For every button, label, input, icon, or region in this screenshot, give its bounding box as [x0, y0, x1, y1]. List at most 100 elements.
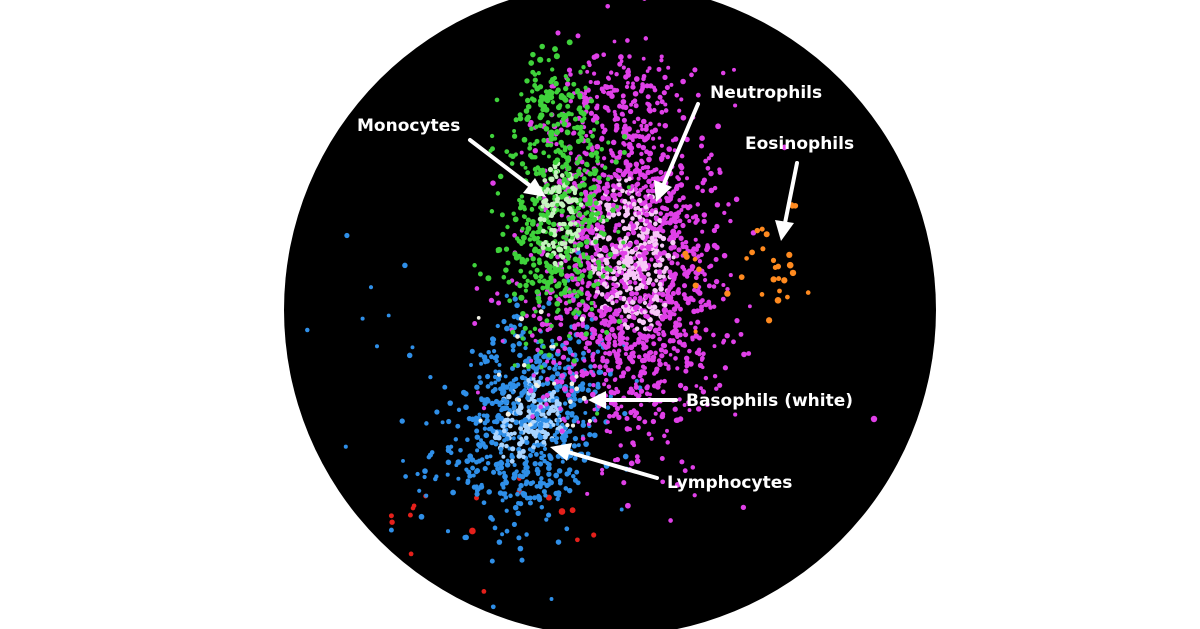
data-point-neutrophils [645, 188, 651, 194]
data-point-neutrophils [621, 65, 626, 70]
data-point-neutrophils [624, 84, 630, 90]
data-point-lymphocytes [564, 471, 570, 477]
data-point-neutrophils [603, 309, 609, 314]
data-point-lymphocytes [523, 481, 529, 487]
data-point-neutrophils [529, 333, 535, 338]
data-point-neutrophils [561, 354, 567, 360]
data-point-lymphocytes [608, 394, 614, 399]
data-point-lymphocytes [517, 353, 522, 358]
data-point-lymphocytes [482, 420, 488, 426]
data-point-neutrophils [599, 337, 604, 342]
data-point-neutrophils [613, 112, 618, 117]
data-point-neutrophils [676, 316, 682, 322]
data-point-lymphocytes [517, 487, 522, 492]
data-point-lymphocytes [523, 345, 528, 351]
data-point-lymphocytes [538, 375, 544, 381]
data-point-neutrophils [662, 206, 668, 211]
data-point-neutrophils [667, 288, 672, 292]
data-point-lymphocytes [490, 388, 496, 394]
data-point-neutrophils [673, 136, 679, 142]
data-point-lymphocytes [467, 473, 473, 478]
data-point-lymphocytes [539, 412, 545, 417]
data-point-neutrophils [632, 256, 637, 261]
data-point-monocytes [549, 252, 555, 258]
data-point-monocytes [528, 270, 533, 275]
data-point-monocytes [506, 279, 512, 285]
data-point-neutrophils [531, 373, 536, 378]
monocytes-arrow-head [523, 178, 546, 197]
data-point-lymphocytes [386, 313, 391, 318]
data-point-neutrophils [633, 186, 639, 192]
data-point-lymphocytes [456, 407, 462, 412]
data-point-monocytes [584, 104, 590, 110]
data-point-monocytes [548, 142, 554, 148]
data-point-monocytes [519, 199, 525, 205]
data-point-monocytes [548, 287, 554, 293]
data-point-neutrophils [625, 257, 631, 263]
data-point-lymphocytes [517, 450, 522, 455]
data-point-lymphocytes [499, 442, 505, 448]
data-point-neutrophils [644, 123, 649, 129]
data-point-neutrophils [644, 314, 650, 320]
data-point-neutrophils [617, 182, 622, 187]
data-point-eosinophils [692, 256, 698, 262]
data-point-neutrophils [639, 273, 645, 279]
data-point-neutrophils [602, 305, 608, 311]
data-point-lymphocytes [554, 429, 560, 435]
series-eosinophils-cluster-10 [682, 250, 702, 334]
data-point-monocytes [566, 111, 572, 117]
data-point-monocytes [522, 325, 528, 331]
data-point-neutrophils [599, 292, 605, 297]
data-point-lymphocytes [605, 405, 611, 410]
data-point-monocytes [529, 126, 534, 132]
data-point-monocytes [578, 202, 584, 208]
data-point-neutrophils [659, 109, 665, 115]
data-point-monocytes [522, 274, 527, 280]
data-point-monocytes [588, 213, 594, 219]
data-point-neutrophils [564, 81, 571, 87]
data-point-neutrophils [626, 126, 632, 132]
data-point-monocytes [560, 254, 566, 260]
data-point-neutrophils [647, 66, 652, 71]
data-point-monocytes [567, 145, 573, 151]
data-point-neutrophils [654, 167, 659, 172]
data-point-neutrophils [610, 202, 617, 209]
data-point-monocytes [560, 164, 565, 170]
data-point-neutrophils [733, 196, 740, 203]
data-point-monocytes [582, 168, 587, 173]
data-point-neutrophils [633, 103, 639, 109]
data-point-neutrophils [689, 321, 693, 326]
data-point-neutrophils [674, 93, 680, 98]
data-point-neutrophils [653, 351, 658, 356]
data-point-neutrophils [592, 363, 598, 369]
data-point-neutrophils [626, 152, 632, 158]
data-point-neutrophils [659, 58, 664, 63]
data-point-monocytes [585, 255, 591, 261]
data-point-lymphocytes [526, 405, 531, 410]
data-point-lymphocytes [556, 418, 561, 423]
data-point-neutrophils [623, 212, 629, 218]
data-point-neutrophils [640, 144, 647, 151]
data-point-neutrophils [594, 115, 600, 121]
data-point-neutrophils [680, 78, 686, 85]
data-point-lymphocytes [515, 500, 521, 506]
data-point-monocytes [561, 278, 567, 284]
data-point-lymphocytes [535, 471, 541, 477]
data-point-neutrophils [672, 271, 678, 277]
data-point-basophils [538, 309, 544, 315]
data-point-lymphocytes [583, 441, 589, 447]
data-point-neutrophils [641, 76, 646, 82]
data-point-neutrophils [667, 309, 673, 316]
data-point-neutrophils [639, 151, 644, 157]
data-point-monocytes [549, 201, 555, 208]
data-point-neutrophils [683, 239, 689, 245]
data-point-neutrophils [587, 62, 592, 68]
data-point-neutrophils [602, 104, 608, 110]
data-point-monocytes [576, 227, 582, 233]
data-point-lymphocytes [493, 369, 498, 374]
data-point-eosinophils [781, 277, 788, 284]
data-point-neutrophils [663, 349, 669, 355]
data-point-neutrophils [537, 315, 543, 322]
data-point-monocytes [580, 225, 585, 230]
data-point-neutrophils [682, 385, 689, 392]
